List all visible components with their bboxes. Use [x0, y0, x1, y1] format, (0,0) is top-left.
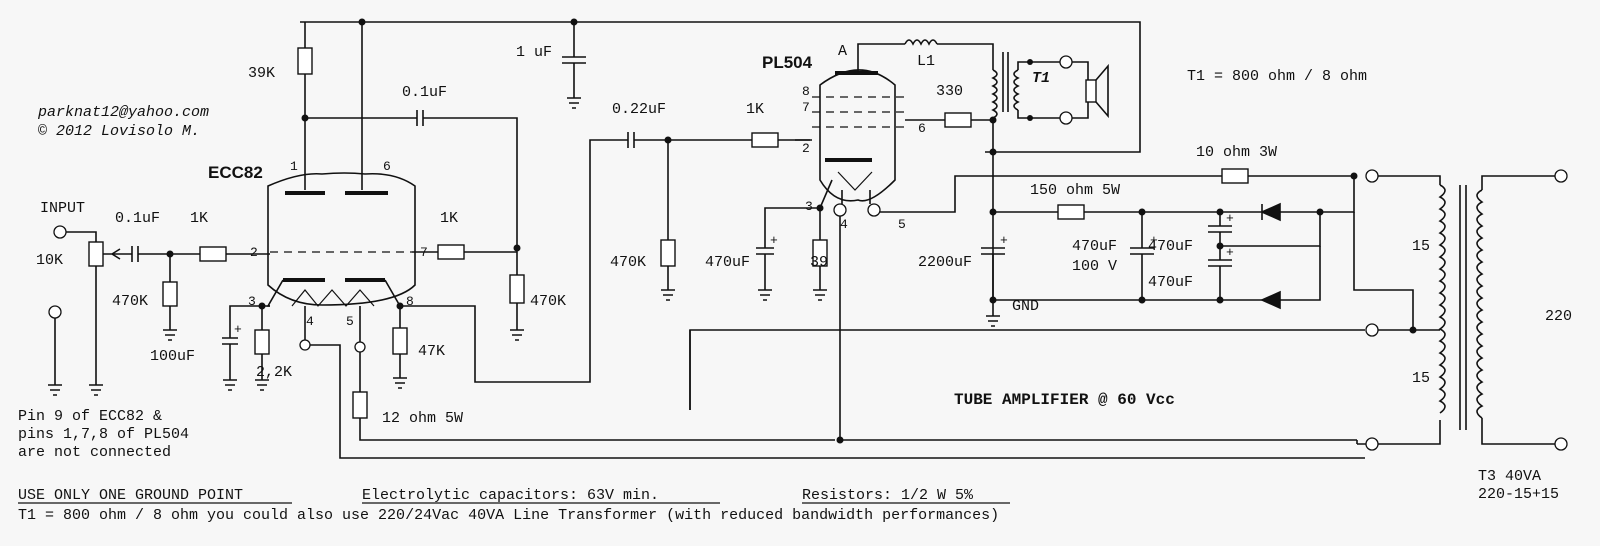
label-feedback-cap: 0.1uF — [402, 84, 447, 101]
svg-text:100 V: 100 V — [1072, 258, 1117, 275]
svg-text:15: 15 — [1412, 370, 1430, 387]
svg-text:47K: 47K — [418, 343, 445, 360]
note-electrolytic: Electrolytic capacitors: 63V min. — [362, 487, 659, 504]
svg-text:+: + — [1226, 211, 1234, 226]
svg-text:15: 15 — [1412, 238, 1430, 255]
resistor-150ohm — [1057, 204, 1085, 220]
transformer-t3-primary — [1476, 189, 1484, 419]
svg-text:L1: L1 — [917, 53, 935, 70]
svg-text:0.22uF: 0.22uF — [612, 101, 666, 118]
svg-text:T1: T1 — [1032, 70, 1050, 87]
svg-text:330: 330 — [936, 83, 963, 100]
svg-text:1K: 1K — [746, 101, 764, 118]
svg-text:470uF: 470uF — [1148, 274, 1193, 291]
svg-text:1 uF: 1 uF — [516, 44, 552, 61]
credit-email: parknat12@yahoo.com — [37, 104, 209, 121]
circuit-title: TUBE AMPLIFIER @ 60 Vcc — [954, 391, 1175, 409]
speaker-icon — [1085, 79, 1097, 103]
resistor-10ohm — [1221, 168, 1249, 184]
svg-text:220-15+15: 220-15+15 — [1478, 486, 1559, 503]
svg-text:+: + — [770, 233, 778, 248]
pl504-envelope — [819, 69, 896, 202]
svg-text:470K: 470K — [610, 254, 646, 271]
credit-copyright: © 2012 Lovisolo M. — [38, 123, 200, 140]
resistor-470k-gl1 — [162, 281, 178, 307]
svg-text:2: 2 — [802, 141, 810, 156]
pl504-label: PL504 — [762, 53, 813, 72]
transformer-t1-primary — [991, 69, 998, 119]
t1-spec: T1 = 800 ohm / 8 ohm — [1187, 68, 1367, 85]
svg-text:470uF: 470uF — [1148, 238, 1193, 255]
svg-text:pins 1,7,8 of PL504: pins 1,7,8 of PL504 — [18, 426, 189, 443]
svg-text:are not connected: are not connected — [18, 444, 171, 461]
svg-text:+: + — [1000, 233, 1008, 248]
diode-bottom — [1260, 290, 1281, 310]
label-39k: 39K — [248, 65, 275, 82]
resistor-470k-gl2 — [509, 274, 525, 304]
svg-text:1: 1 — [290, 159, 298, 174]
note-bottom: T1 = 800 ohm / 8 ohm you could also use … — [18, 507, 999, 524]
svg-text:A: A — [838, 43, 847, 60]
note-ground: USE ONLY ONE GROUND POINT — [18, 487, 243, 504]
resistor-2k2 — [254, 329, 270, 355]
svg-text:+: + — [234, 322, 242, 337]
label-c-in: 0.1uF — [115, 210, 160, 227]
resistor-1k-grid2 — [437, 244, 465, 260]
resistor-12ohm — [352, 391, 368, 419]
ground-terminal — [48, 305, 62, 319]
b-plus-rail — [300, 21, 1141, 153]
resistor-1k-g1 — [751, 132, 779, 148]
potentiometer-10k — [88, 241, 104, 267]
svg-text:5: 5 — [346, 314, 354, 329]
svg-text:8: 8 — [802, 84, 810, 99]
svg-text:4: 4 — [840, 217, 848, 232]
svg-text:470uF: 470uF — [1072, 238, 1117, 255]
svg-text:2200uF: 2200uF — [918, 254, 972, 271]
svg-text:1K: 1K — [190, 210, 208, 227]
svg-text:470uF: 470uF — [705, 254, 750, 271]
svg-text:39: 39 — [810, 254, 828, 271]
resistor-39k — [297, 47, 313, 75]
svg-text:3: 3 — [805, 199, 813, 214]
svg-text:10 ohm 3W: 10 ohm 3W — [1196, 144, 1277, 161]
input-terminal — [53, 225, 67, 239]
svg-text:2: 2 — [250, 245, 258, 260]
svg-text:8: 8 — [406, 294, 414, 309]
transformer-t3-secondary — [1438, 184, 1446, 414]
resistor-470k-gl3 — [660, 239, 676, 267]
resistor-1k-grid1 — [199, 246, 227, 262]
resistor-330 — [944, 112, 972, 128]
pot-label: 10K — [36, 252, 63, 269]
ecc82-label: ECC82 — [208, 163, 263, 182]
svg-text:Pin 9 of ECC82 &: Pin 9 of ECC82 & — [18, 408, 162, 425]
ecc82-envelope — [267, 172, 416, 306]
svg-text:+: + — [1226, 245, 1234, 260]
label-12ohm: 12 ohm 5W — [382, 410, 463, 427]
svg-text:1K: 1K — [440, 210, 458, 227]
resistor-47k — [392, 327, 408, 355]
svg-text:T3 40VA: T3 40VA — [1478, 468, 1541, 485]
svg-text:2,2K: 2,2K — [256, 364, 292, 381]
svg-text:4: 4 — [306, 314, 314, 329]
svg-text:470K: 470K — [530, 293, 566, 310]
svg-text:7: 7 — [802, 100, 810, 115]
diode-top — [1260, 202, 1281, 222]
note-resistors: Resistors: 1/2 W 5% — [802, 487, 974, 504]
svg-text:3: 3 — [248, 294, 256, 309]
svg-text:6: 6 — [383, 159, 391, 174]
svg-text:220: 220 — [1545, 308, 1572, 325]
svg-text:150 ohm 5W: 150 ohm 5W — [1030, 182, 1120, 199]
svg-text:470K: 470K — [112, 293, 148, 310]
svg-text:6: 6 — [918, 121, 926, 136]
svg-text:+: + — [1150, 233, 1158, 248]
input-label: INPUT — [40, 200, 85, 217]
svg-text:GND: GND — [1012, 298, 1039, 315]
svg-text:100uF: 100uF — [150, 348, 195, 365]
inductor-l1 — [904, 39, 938, 46]
svg-text:5: 5 — [898, 217, 906, 232]
